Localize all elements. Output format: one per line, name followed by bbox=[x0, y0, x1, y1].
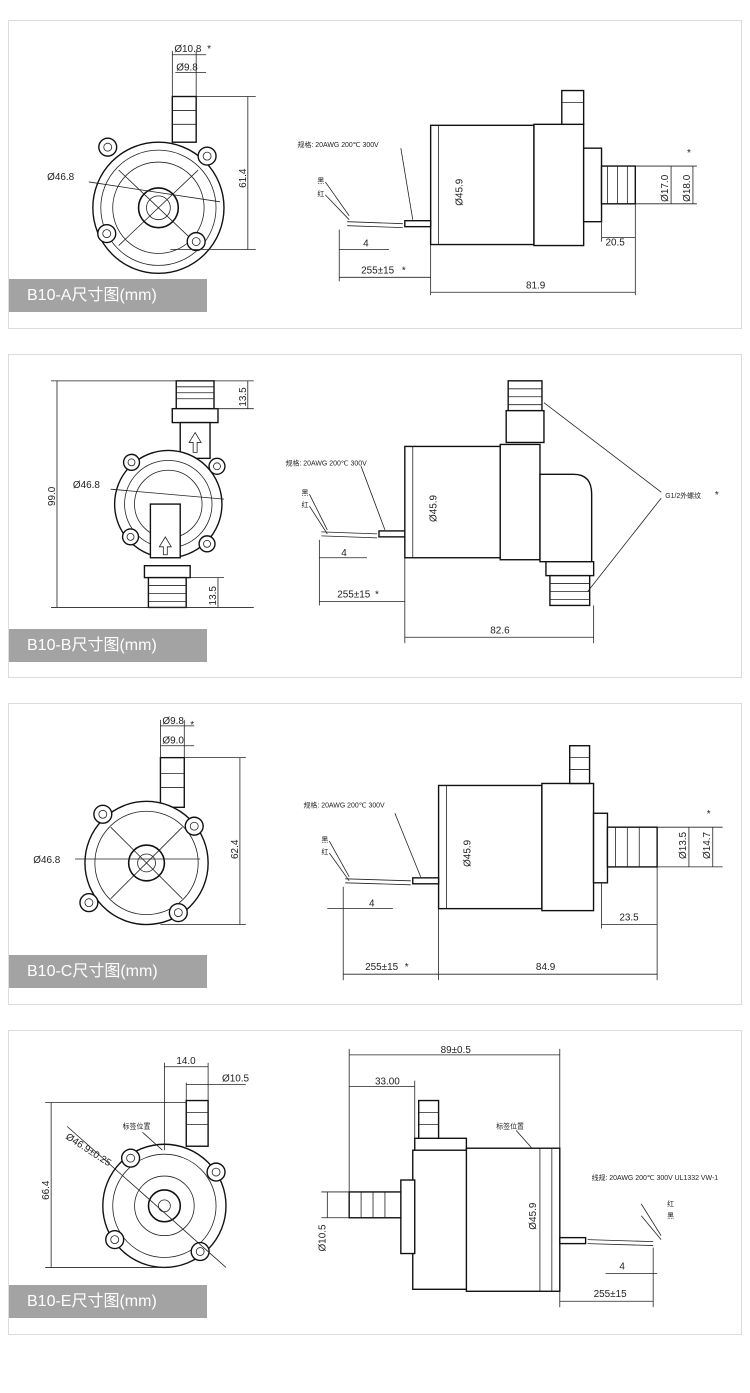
b10-c-wire-spec: 规格: 20AWG 200℃ 300V bbox=[303, 800, 385, 809]
b10-b-side-dimensions: 规格: 20AWG 200℃ 300V 黑 红 4 255±15 * 82.6 … bbox=[286, 402, 719, 644]
b10-c-inlet-star: * bbox=[707, 809, 711, 820]
b10-c-outlet-inner: Ø9.0 bbox=[162, 736, 184, 747]
b10-b-wire-spec: 规格: 20AWG 200℃ 300V bbox=[286, 458, 368, 467]
b10-e-caption: B10-E尺寸图(mm) bbox=[9, 1285, 207, 1318]
b10-b-strip: 4 bbox=[341, 548, 347, 559]
b10-b-thread-bottom: 13.5 bbox=[208, 586, 219, 606]
b10-a-wire-red: 红 bbox=[317, 189, 324, 198]
b10-e-side-view bbox=[348, 1099, 654, 1292]
b10-b-side-view bbox=[321, 380, 595, 607]
b10-c-cable: 255±15 bbox=[365, 962, 399, 973]
b10-c-body-dia: Ø46.8 bbox=[33, 855, 61, 866]
drawing-panel-b10-a: Ø10.8 * Ø9.8 61.4 Ø46.8 bbox=[8, 20, 742, 329]
b10-b-body-dia: Ø46.8 bbox=[73, 480, 101, 491]
b10-c-wire-red: 红 bbox=[321, 847, 328, 856]
b10-e-height: 66.4 bbox=[41, 1180, 52, 1200]
b10-e-body-dia: Ø46.9±0.25 bbox=[63, 1132, 113, 1170]
b10-c-inlet-outer: Ø14.7 bbox=[702, 831, 713, 859]
b10-e-wire-black: 黑 bbox=[667, 1212, 674, 1220]
b10-c-inlet-inner: Ø13.5 bbox=[678, 831, 689, 859]
b10-e-front-len: 33.00 bbox=[375, 1077, 400, 1088]
b10-c-drawing: Ø9.8 * Ø9.0 62.4 Ø46.8 bbox=[33, 716, 723, 981]
b10-e-wire-spec: 线规: 20AWG 200℃ 300V UL1332 VW-1 bbox=[592, 1173, 719, 1182]
b10-a-inlet-inner: Ø17.0 bbox=[660, 174, 671, 202]
drawing-panel-b10-b: 99.0 13.5 13.5 Ø46.8 bbox=[8, 354, 742, 678]
b10-a-inlet-star: * bbox=[687, 148, 691, 159]
b10-b-caption: B10-B尺寸图(mm) bbox=[9, 629, 207, 662]
b10-b-thread-note: G1/2外螺纹 bbox=[665, 491, 701, 500]
b10-e-inlet: Ø10.5 bbox=[317, 1224, 328, 1252]
b10-e-motor-dia: Ø45.9 bbox=[528, 1202, 539, 1230]
b10-c-outlet-outer-star: * bbox=[190, 720, 194, 731]
b10-a-inlet-len: 20.5 bbox=[606, 238, 626, 249]
b10-a-body-dia: Ø46.8 bbox=[47, 172, 75, 183]
b10-c-strip: 4 bbox=[369, 899, 375, 910]
drawing-panel-b10-c: Ø9.8 * Ø9.0 62.4 Ø46.8 bbox=[8, 703, 742, 1005]
b10-a-outlet-outer-star: * bbox=[207, 44, 211, 55]
b10-c-length: 84.9 bbox=[536, 962, 556, 973]
b10-a-front-dimensions: Ø10.8 * Ø9.8 61.4 Ø46.8 bbox=[47, 44, 256, 250]
b10-e-strip: 4 bbox=[619, 1261, 625, 1272]
b10-a-wire-black: 黑 bbox=[317, 177, 324, 185]
b10-b-front-view bbox=[113, 380, 226, 609]
b10-b-motor-dia: Ø45.9 bbox=[429, 494, 440, 522]
b10-e-wire-red: 红 bbox=[667, 1199, 674, 1208]
b10-a-height: 61.4 bbox=[238, 168, 249, 188]
b10-c-motor-dia: Ø45.9 bbox=[462, 839, 473, 867]
b10-b-drawing: 99.0 13.5 13.5 Ø46.8 bbox=[47, 380, 719, 644]
b10-e-cable: 255±15 bbox=[594, 1289, 628, 1300]
b10-b-front-dimensions: 99.0 13.5 13.5 Ø46.8 bbox=[47, 380, 254, 608]
b10-a-cable: 255±15 bbox=[361, 265, 395, 276]
b10-e-side-dimensions: 89±0.5 33.00 标签位置 线规: 20AWG 200℃ 300V UL… bbox=[317, 1045, 719, 1308]
b10-b-wire-black: 黑 bbox=[301, 489, 308, 497]
drawing-panel-b10-e: 14.0 Ø10.5 标签位置 Ø46.9±0.25 66.4 bbox=[8, 1030, 742, 1335]
b10-a-outlet-inner: Ø9.8 bbox=[176, 63, 198, 74]
b10-e-outlet: Ø10.5 bbox=[222, 1074, 250, 1085]
b10-c-wire-black: 黑 bbox=[321, 836, 328, 844]
b10-b-thread-top: 13.5 bbox=[238, 387, 249, 407]
b10-e-label-pos: 标签位置 bbox=[123, 1121, 151, 1130]
b10-c-side-view bbox=[345, 745, 658, 912]
b10-e-offset: 14.0 bbox=[176, 1056, 196, 1067]
b10-b-cable: 255±15 bbox=[337, 589, 371, 600]
b10-a-length: 81.9 bbox=[526, 280, 546, 291]
b10-a-front-view bbox=[92, 95, 225, 275]
b10-b-wire-red: 红 bbox=[301, 500, 308, 509]
b10-c-outlet-outer: Ø9.8 bbox=[162, 716, 184, 727]
b10-c-inlet-len: 23.5 bbox=[619, 913, 639, 924]
b10-a-caption: B10-A尺寸图(mm) bbox=[9, 279, 207, 312]
b10-b-thread-star: * bbox=[715, 490, 719, 501]
b10-c-caption: B10-C尺寸图(mm) bbox=[9, 955, 207, 988]
b10-a-outlet-outer: Ø10.8 bbox=[174, 44, 202, 55]
b10-e-total: 89±0.5 bbox=[441, 1045, 472, 1056]
b10-e-label-pos2: 标签位置 bbox=[496, 1121, 524, 1130]
b10-c-front-dimensions: Ø9.8 * Ø9.0 62.4 Ø46.8 bbox=[33, 716, 246, 925]
b10-a-side-view bbox=[347, 89, 637, 247]
b10-b-height: 99.0 bbox=[47, 486, 58, 506]
b10-e-front-view bbox=[102, 1099, 227, 1269]
b10-c-side-dimensions: 规格: 20AWG 200℃ 300V 黑 红 4 255±15 * 84.9 … bbox=[303, 800, 723, 981]
b10-c-front-view bbox=[79, 756, 209, 926]
b10-a-wire-spec: 规格: 20AWG 200℃ 300V bbox=[298, 140, 380, 149]
b10-c-cable-star: * bbox=[405, 962, 409, 973]
b10-e-drawing: 14.0 Ø10.5 标签位置 Ø46.9±0.25 66.4 bbox=[41, 1045, 719, 1308]
b10-a-inlet-outer: Ø18.0 bbox=[682, 174, 693, 202]
b10-c-height: 62.4 bbox=[230, 839, 241, 859]
b10-a-drawing: Ø10.8 * Ø9.8 61.4 Ø46.8 bbox=[47, 44, 697, 296]
b10-a-motor-dia: Ø45.9 bbox=[454, 178, 465, 206]
b10-a-strip: 4 bbox=[363, 239, 369, 250]
b10-b-length: 82.6 bbox=[490, 625, 510, 636]
b10-a-side-dimensions: 规格: 20AWG 200℃ 300V 黑 红 4 255±15 * 81.9 … bbox=[298, 140, 697, 296]
b10-a-cable-star: * bbox=[402, 265, 406, 276]
b10-b-cable-star: * bbox=[375, 589, 379, 600]
